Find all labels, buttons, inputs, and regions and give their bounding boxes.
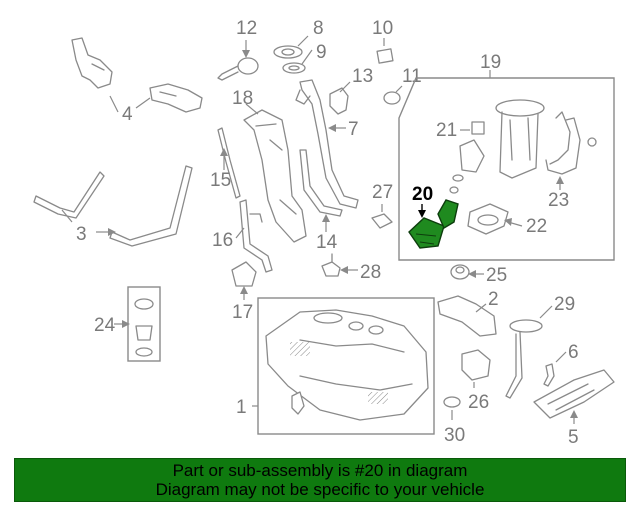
part-28-bolt[interactable] bbox=[321, 253, 341, 277]
parts-diagram: 4 3 12 8 9 10 11 13 bbox=[33, 18, 615, 448]
callout-1[interactable]: 1 bbox=[236, 397, 247, 418]
callout-9[interactable]: 9 bbox=[316, 42, 327, 63]
part-11-grommet[interactable] bbox=[383, 91, 401, 105]
callout-4[interactable]: 4 bbox=[122, 104, 133, 125]
callout-10[interactable]: 10 bbox=[372, 18, 393, 39]
callout-22[interactable]: 22 bbox=[526, 216, 547, 237]
leader-4b bbox=[135, 97, 151, 109]
leader-16 bbox=[235, 227, 245, 239]
leader-9 bbox=[301, 49, 313, 65]
callout-26[interactable]: 26 bbox=[468, 392, 489, 413]
part-15-vent-line[interactable] bbox=[217, 127, 241, 199]
callout-16[interactable]: 16 bbox=[212, 230, 233, 251]
part-1-fuel-tank[interactable] bbox=[265, 309, 429, 421]
callout-6[interactable]: 6 bbox=[568, 342, 579, 363]
part-29-ring[interactable] bbox=[505, 319, 543, 399]
callout-23[interactable]: 23 bbox=[548, 190, 569, 211]
callout-24[interactable]: 24 bbox=[94, 315, 116, 336]
part-23-sender[interactable] bbox=[545, 117, 597, 175]
part-8-seal[interactable] bbox=[273, 45, 303, 59]
leader-2 bbox=[475, 303, 487, 313]
callout-29[interactable]: 29 bbox=[554, 294, 575, 315]
callout-3[interactable]: 3 bbox=[76, 224, 87, 245]
part-18-filler-housing[interactable] bbox=[243, 109, 307, 243]
part-30-washer[interactable] bbox=[443, 396, 461, 408]
banner-line-2: Diagram may not be specific to your vehi… bbox=[155, 480, 485, 499]
callout-19[interactable]: 19 bbox=[480, 52, 501, 73]
leader-6 bbox=[555, 351, 567, 363]
callout-2[interactable]: 2 bbox=[488, 289, 499, 310]
part-21-relay[interactable] bbox=[471, 121, 485, 135]
callout-18[interactable]: 18 bbox=[232, 88, 253, 109]
part-19-fuel-pump-module[interactable] bbox=[495, 99, 571, 179]
part-19-frame bbox=[398, 77, 615, 261]
part-5-heat-shield[interactable] bbox=[533, 369, 615, 419]
part-3-tank-strap[interactable] bbox=[33, 165, 193, 247]
part-7-filler-pipe[interactable] bbox=[295, 79, 359, 209]
callout-12[interactable]: 12 bbox=[236, 18, 257, 39]
banner-line-1: Part or sub-assembly is #20 in diagram bbox=[172, 461, 468, 480]
part-16-bracket[interactable] bbox=[239, 199, 273, 273]
part-9-gasket[interactable] bbox=[282, 62, 306, 74]
callout-8[interactable]: 8 bbox=[313, 18, 324, 39]
part-4-heat-shield[interactable] bbox=[71, 37, 203, 113]
part-fuel-pump-motor[interactable] bbox=[449, 139, 485, 194]
callout-13[interactable]: 13 bbox=[352, 66, 373, 87]
callout-25[interactable]: 25 bbox=[486, 265, 507, 286]
part-25-vent-valve[interactable] bbox=[450, 264, 470, 280]
callout-5[interactable]: 5 bbox=[568, 427, 579, 448]
part-12-fuel-cap[interactable] bbox=[217, 57, 259, 81]
part-17-mount[interactable] bbox=[231, 261, 257, 287]
callout-17[interactable]: 17 bbox=[232, 302, 253, 323]
callout-7[interactable]: 7 bbox=[348, 119, 359, 140]
part-10-clip[interactable] bbox=[376, 48, 394, 64]
leader-3b bbox=[61, 209, 73, 223]
callout-11[interactable]: 11 bbox=[402, 66, 422, 87]
part-20-fuel-strainer[interactable] bbox=[408, 199, 459, 249]
leader-29 bbox=[539, 305, 553, 319]
leader-11 bbox=[395, 85, 403, 93]
part-2-cover[interactable] bbox=[437, 295, 497, 337]
part-1-frame bbox=[257, 297, 435, 435]
leader-4 bbox=[109, 95, 119, 113]
callout-15[interactable]: 15 bbox=[210, 170, 231, 191]
leader-8 bbox=[297, 35, 309, 47]
info-banner: Part or sub-assembly is #20 in diagram D… bbox=[14, 458, 626, 502]
part-13-filler-neck-top[interactable] bbox=[329, 87, 349, 115]
part-22-gasket-plate[interactable] bbox=[467, 203, 509, 235]
part-6-bracket[interactable] bbox=[543, 363, 555, 387]
part-26-solenoid[interactable] bbox=[461, 349, 491, 381]
part-24-kit[interactable] bbox=[134, 298, 154, 357]
callout-28[interactable]: 28 bbox=[360, 262, 381, 283]
callout-27[interactable]: 27 bbox=[372, 182, 393, 203]
part-27-clip[interactable] bbox=[371, 213, 393, 229]
callout-21[interactable]: 21 bbox=[436, 120, 457, 141]
callout-14[interactable]: 14 bbox=[316, 232, 338, 253]
leader-13 bbox=[339, 81, 351, 93]
callout-20[interactable]: 20 bbox=[412, 184, 433, 205]
leader-18 bbox=[245, 103, 259, 115]
part-14-hose[interactable] bbox=[299, 149, 343, 217]
callout-30[interactable]: 30 bbox=[444, 425, 465, 446]
